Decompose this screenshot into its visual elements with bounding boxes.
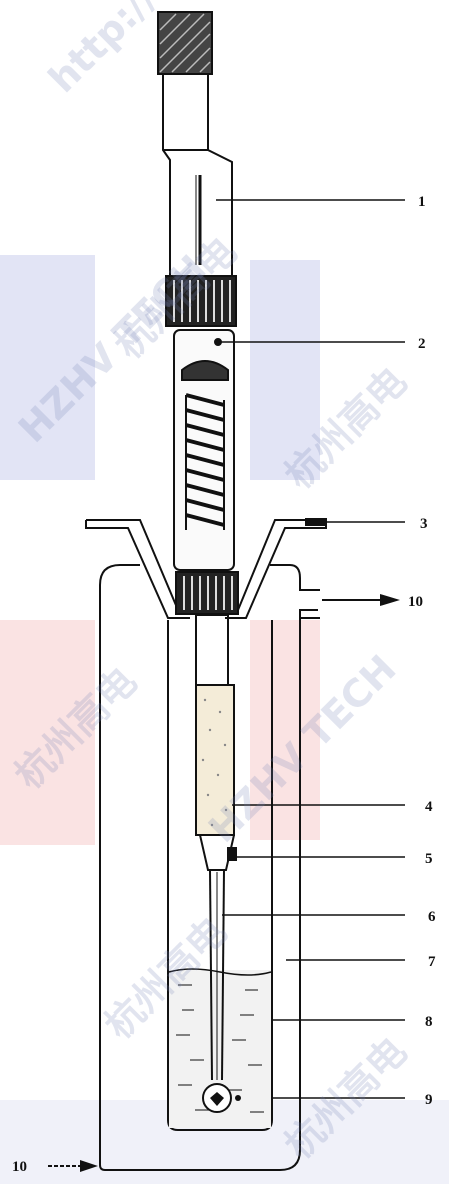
upper-knurled-nut [165,275,237,327]
sleeve [195,614,235,836]
top-cap [157,11,213,75]
inlet-arrow [48,1160,98,1172]
label-10-inlet: 10 [12,1159,27,1175]
probe-stem [209,869,225,1081]
leader-lines [216,199,405,1099]
label-2: 2 [418,336,426,352]
inner-test-tube [167,620,273,1131]
lower-knurled-nut [175,571,239,615]
clamp [199,834,237,871]
label-9: 9 [425,1092,433,1108]
labels: 1 2 3 10 4 5 6 7 8 9 10 [12,194,436,1175]
outlet-arrow [322,594,400,606]
label-7: 7 [428,954,436,970]
label-1: 1 [418,194,426,210]
upper-tube [162,74,233,275]
probe-bulb [202,1083,232,1113]
label-6: 6 [428,909,436,925]
label-10-outlet: 10 [408,594,423,610]
label-5: 5 [425,851,433,867]
label-3: 3 [420,516,428,532]
spring [185,393,225,530]
outer-jacket [99,564,320,1171]
label-4: 4 [425,799,433,815]
label-8: 8 [425,1014,433,1030]
